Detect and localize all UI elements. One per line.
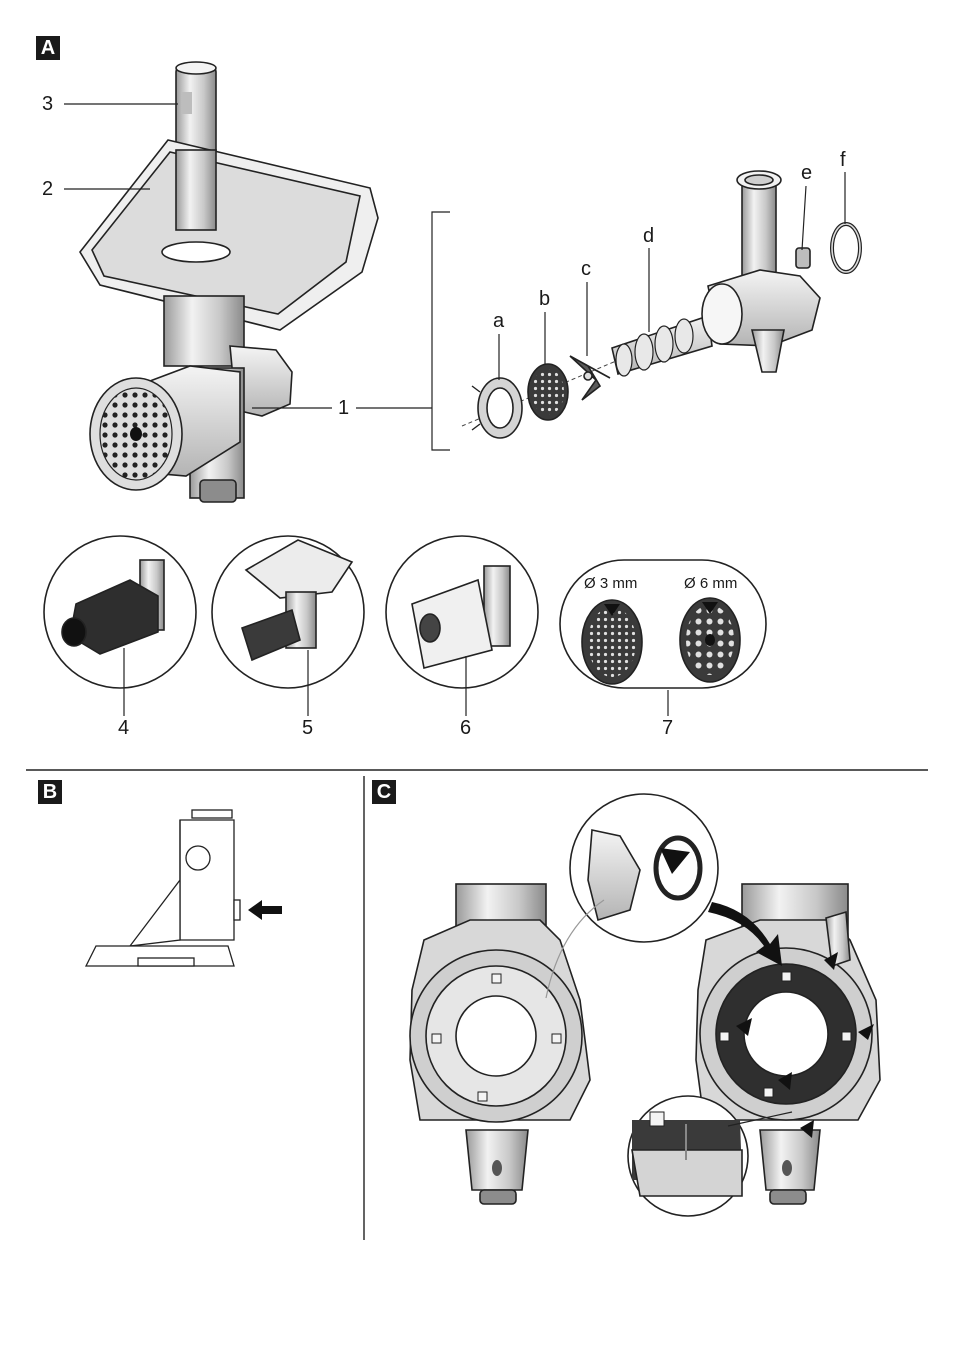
disc-coarse-label: Ø 6 mm (684, 576, 737, 592)
part-f-retaining-ring (832, 224, 860, 272)
section-badge-a: A (36, 36, 60, 60)
part-a-ring-nut (472, 378, 522, 438)
part-d-worm-shaft (612, 316, 712, 376)
label-a: a (493, 311, 504, 331)
accessory-4-circle (44, 536, 196, 716)
accessory-5-circle (212, 536, 364, 716)
front-perforated-disc (90, 378, 182, 490)
base-unit-side-view (86, 810, 240, 966)
label-7: 7 (662, 718, 673, 738)
zoom-ring-detail (546, 794, 718, 998)
disc-coarse (680, 598, 740, 682)
section-badge-b: B (38, 780, 62, 804)
label-c: c (581, 259, 591, 279)
label-d: d (643, 226, 654, 246)
label-5: 5 (302, 718, 313, 738)
label-4: 4 (118, 718, 129, 738)
assembled-grinder (80, 62, 378, 502)
disc-fine (582, 600, 642, 684)
label-b: b (539, 289, 550, 309)
disc-fine-label: Ø 3 mm (584, 576, 637, 592)
housing-front-left (410, 884, 590, 1204)
part-c-blade (570, 356, 610, 400)
grinder-housing (702, 171, 820, 372)
label-e: e (801, 163, 812, 183)
label-f: f (840, 150, 846, 170)
section-badge-c: C (372, 780, 396, 804)
part-b-perforated-disc (528, 364, 568, 420)
label-1: 1 (338, 398, 349, 418)
label-6: 6 (460, 718, 471, 738)
label-2: 2 (42, 179, 53, 199)
accessory-6-circle (386, 536, 538, 716)
label-3: 3 (42, 94, 53, 114)
exploded-parts (462, 171, 860, 438)
arrow-b (248, 900, 282, 920)
